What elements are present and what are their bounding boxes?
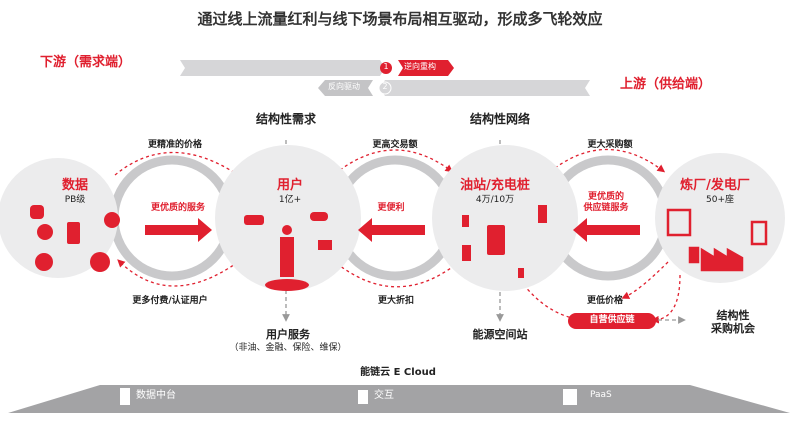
platform-title: 能链云 E Cloud <box>360 367 436 378</box>
platform-icons <box>120 388 577 405</box>
platform-item-data-center: 数据中台 <box>136 390 176 401</box>
data-title: 数据 <box>61 178 89 193</box>
structural-demand: 结构性需求 <box>255 112 317 126</box>
downstream-label: 下游（需求端） <box>40 55 132 70</box>
data-icons <box>30 205 120 272</box>
refinery-title: 炼厂/发电厂 <box>680 178 750 193</box>
backward-label: 反向驱动 <box>328 82 360 91</box>
platform-item-paas: PaaS <box>590 390 612 400</box>
left-arrow <box>573 218 640 242</box>
refinery-icons <box>666 208 768 272</box>
user-services: 用户服务 <box>266 328 310 341</box>
self-supply-chain: 自营供应链 <box>589 315 635 325</box>
loop-label: 更大采购额 <box>587 140 633 150</box>
refinery-circle <box>655 153 785 283</box>
loop-label: 更低价格 <box>586 296 624 306</box>
user-title: 用户 <box>276 178 304 193</box>
step-2-badge <box>378 81 392 95</box>
data-circle <box>0 158 118 278</box>
forward-tag <box>398 60 454 76</box>
user-circle <box>215 145 361 291</box>
upstream-label: 上游（供给端） <box>620 77 712 92</box>
data-sub: PB级 <box>64 195 86 205</box>
structural-network: 结构性网络 <box>469 112 531 126</box>
upstream-banner <box>380 80 590 96</box>
step-1-badge <box>380 62 392 74</box>
station-title: 油站/充电桩 <box>460 178 530 193</box>
loop-label: 更优质的服务 <box>150 203 206 213</box>
user-sub: 1亿+ <box>278 195 302 205</box>
refinery-sub: 50+座 <box>706 195 734 205</box>
backward-tag <box>318 80 373 96</box>
user-icons <box>244 212 332 291</box>
loop-label: 更高交易额 <box>372 140 418 150</box>
station-icons <box>462 205 547 278</box>
page-title: 通过线上流量红利与线下场景布局相互驱动，形成多飞轮效应 <box>197 10 603 28</box>
downstream-banner <box>180 60 385 76</box>
step-1-number: 1 <box>383 62 389 71</box>
self-supply-chain-pill <box>568 313 656 329</box>
loop-label: 更便利 <box>377 203 405 213</box>
flywheel-rings <box>109 155 671 281</box>
platform-bar <box>8 385 790 413</box>
left-arrow <box>358 218 425 242</box>
forward-label: 逆向重构 <box>404 62 436 71</box>
structural-procurement: 结构性 采购机会 <box>711 309 755 336</box>
right-arrow <box>145 218 212 242</box>
loop-label: 更精准的价格 <box>147 140 203 150</box>
loop-label: 更大折扣 <box>377 296 415 306</box>
station-circle <box>432 145 578 291</box>
step-2-number: 2 <box>382 82 388 91</box>
energy-station: 能源空间站 <box>472 328 528 341</box>
station-sub: 4万/10万 <box>475 195 515 205</box>
loop-label: 更优质的 供应链服务 <box>583 192 629 213</box>
loop-label: 更多付费/认证用户 <box>132 296 208 306</box>
platform-item-interaction: 交互 <box>374 390 394 401</box>
user-services-detail: （非油、金融、保险、维保） <box>229 343 347 353</box>
